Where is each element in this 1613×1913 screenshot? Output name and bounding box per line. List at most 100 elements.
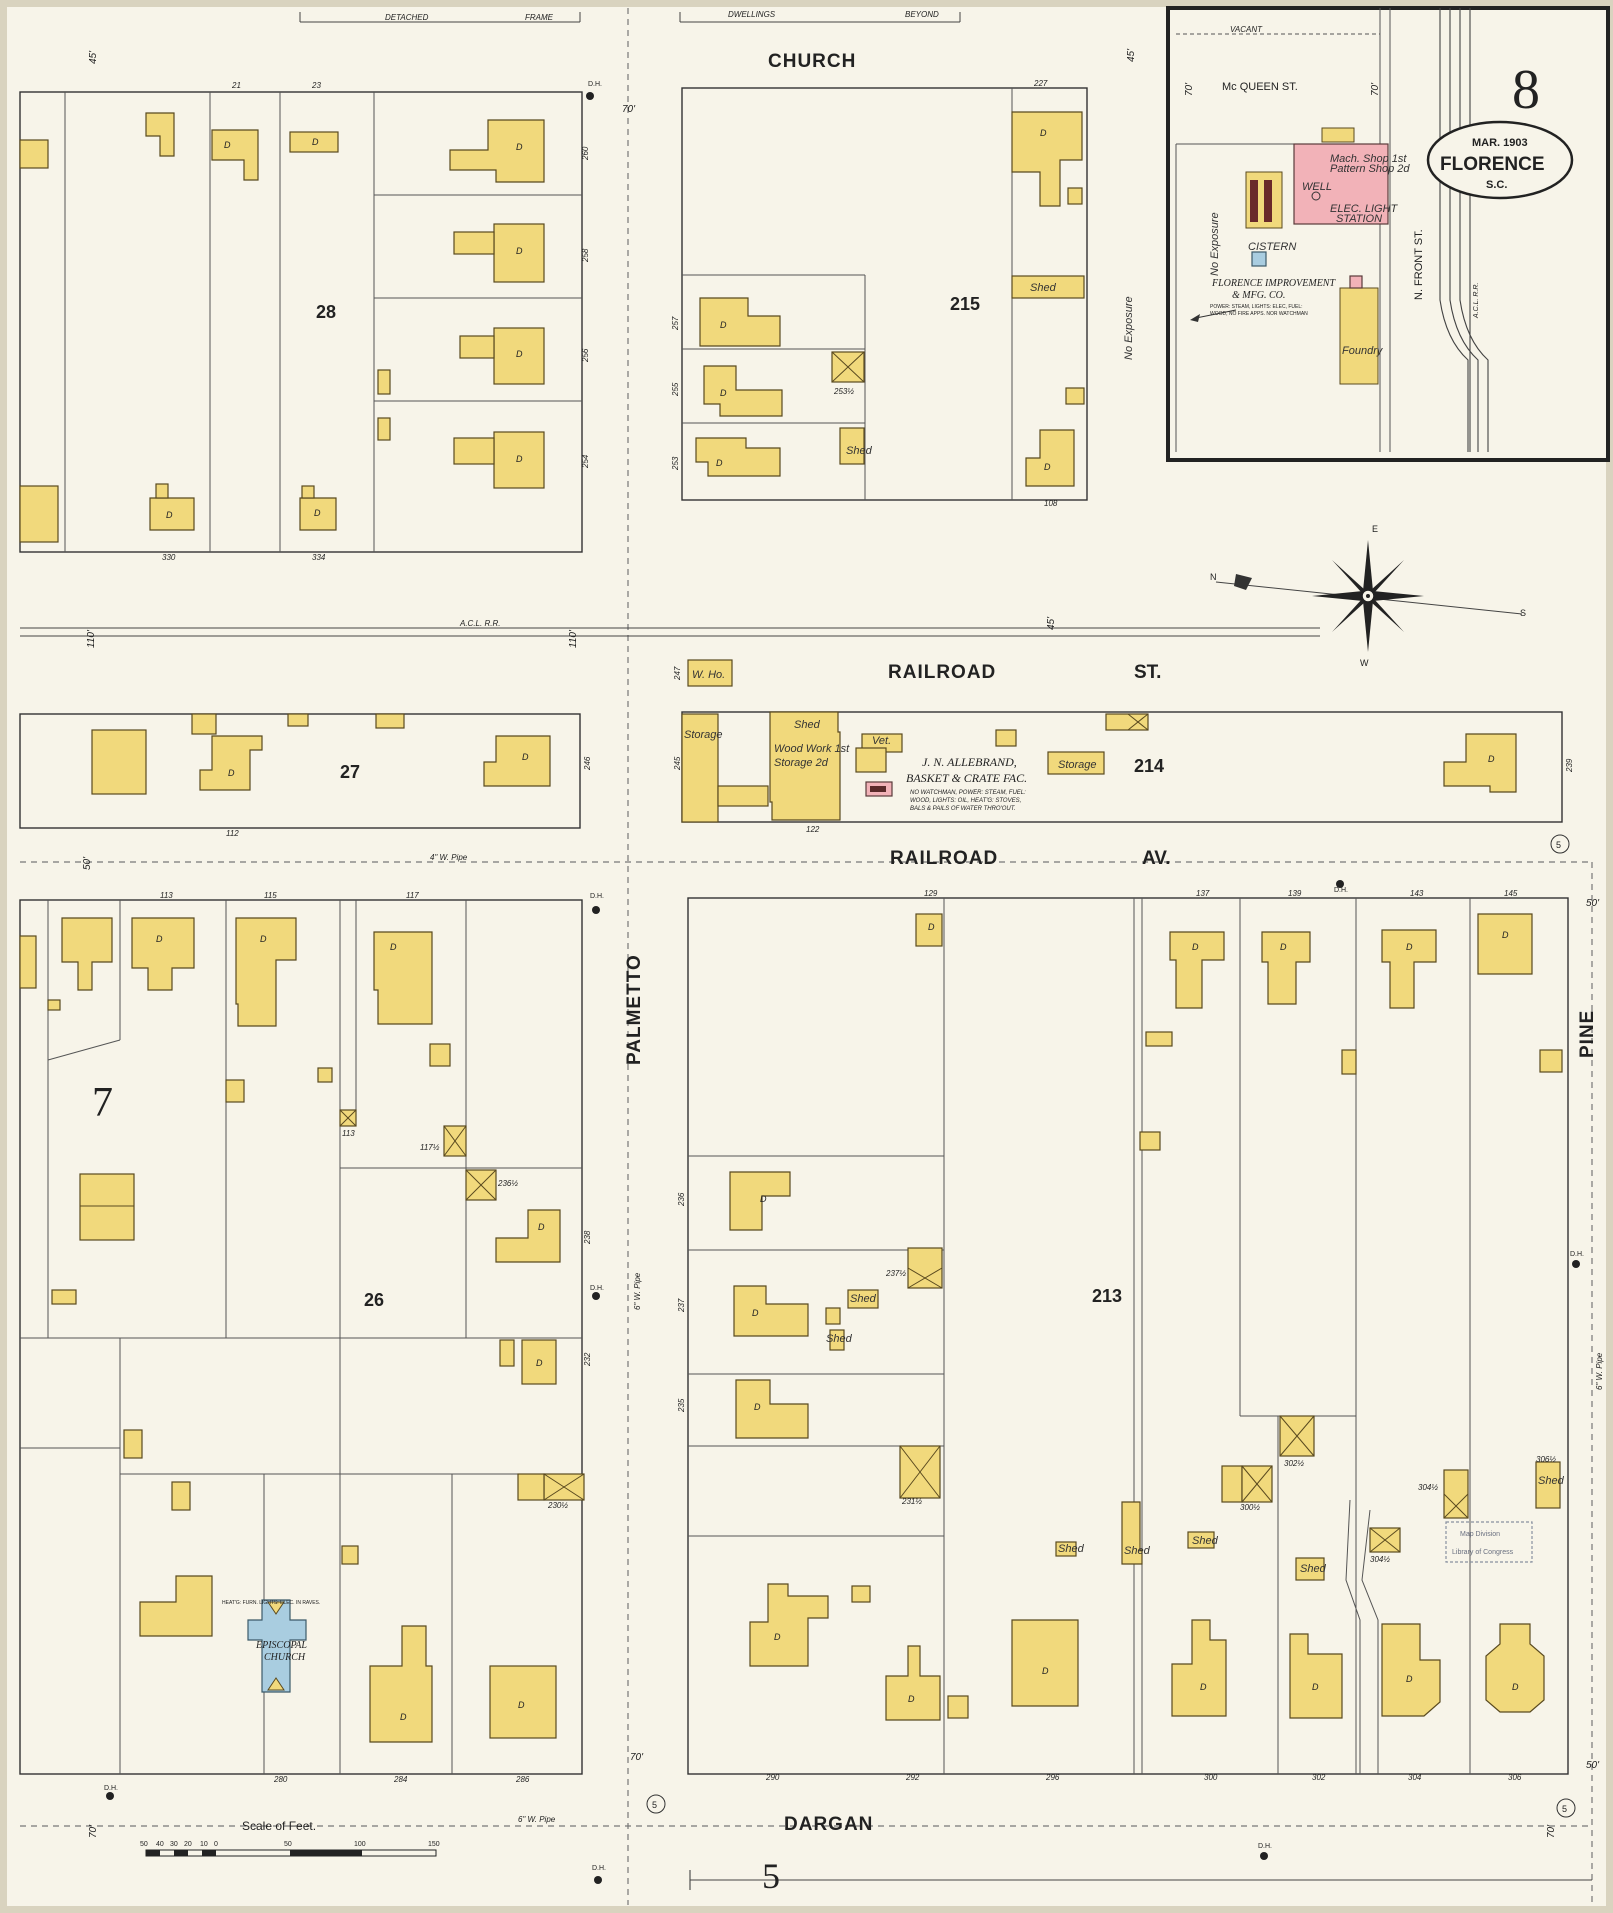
dwelling-d: D	[752, 1308, 759, 1318]
dwelling-d: D	[536, 1358, 543, 1368]
lot-number: 246	[583, 756, 592, 771]
block-214: 214 Wood Work 1st Storage 2d Shed Storag…	[681, 659, 1563, 823]
stamp-line-1: Map Division	[1460, 1531, 1500, 1538]
shed-label-215: Shed	[1030, 282, 1057, 294]
hydrant-label: D.H.	[1570, 1251, 1584, 1258]
hydrant-label: D.H.	[590, 1285, 604, 1292]
street-palmetto: PALMETTO	[624, 954, 645, 1065]
lot-number: 113	[342, 1129, 355, 1138]
street-railroad-st-1: RAILROAD	[888, 662, 996, 683]
street-width: 70'	[88, 1824, 99, 1838]
dwelling-d: D	[522, 752, 529, 762]
sheet-state: S.C.	[1486, 179, 1507, 191]
lot-number: 237½	[885, 1269, 906, 1278]
footer-number: 5	[762, 1856, 780, 1896]
street-width: 70'	[1184, 82, 1195, 96]
lot-number: 256	[581, 348, 590, 363]
dwelling-d: D	[390, 942, 397, 952]
dwelling-d: D	[516, 454, 523, 464]
inset-acl-rr: A.C.L. R.R.	[1473, 283, 1480, 319]
allebrand-note-1: NO WATCHMAN, POWER: STEAM, FUEL:	[910, 790, 1026, 796]
pipe-circle-label: 5	[652, 1800, 657, 1810]
lot-number: 257	[671, 316, 680, 331]
inset-exposure: No Exposure	[1209, 212, 1221, 276]
lot-number: 258	[581, 248, 590, 263]
lot-number: 304½	[1418, 1483, 1438, 1492]
lot-number: 237	[677, 1298, 686, 1313]
lot-number: 21	[231, 81, 241, 90]
dwelling-d: D	[1044, 462, 1051, 472]
dwelling-d: D	[720, 388, 727, 398]
lot-number: 238	[583, 1230, 592, 1245]
dwelling-d: D	[774, 1632, 781, 1642]
lot-numbers-vertical: 260 258 256 254 257 255 253 247 245 246 …	[581, 146, 1574, 1413]
lot-number: 306	[1508, 1773, 1522, 1782]
lot-number: 235	[677, 1398, 686, 1413]
vet-label: Vet.	[872, 735, 891, 747]
scale-tick: 150	[428, 1841, 440, 1848]
lot-number: 254	[581, 454, 590, 469]
lot-number: 139	[1288, 889, 1302, 898]
block-label-213: 213	[1092, 1286, 1122, 1306]
block-label-214: 214	[1134, 756, 1164, 776]
street-width: 70'	[630, 1752, 644, 1763]
hydrant-label: D.H.	[592, 1865, 606, 1872]
lot-number: 122	[806, 825, 820, 834]
inset-florence-co: & MFG. CO.	[1232, 290, 1285, 301]
inset-well: WELL	[1302, 181, 1332, 193]
sheet-date: MAR. 1903	[1472, 137, 1528, 149]
scale-tick: 100	[354, 1841, 366, 1848]
top-annotations: DETACHED FRAME DWELLINGS BEYOND	[299, 10, 961, 23]
shed-label: Shed	[1058, 1543, 1085, 1555]
block-label-28: 28	[316, 302, 336, 322]
street-width: 50'	[1586, 1760, 1600, 1771]
lot-number: 304	[1408, 1773, 1422, 1782]
detached-note: DETACHED	[385, 13, 429, 22]
dwelling-d: D	[1502, 930, 1509, 940]
dwelling-d: D	[516, 349, 523, 359]
block-7-26: 7 26 HEAT'G: FURN. LIGHTS: ELEC. IN RAVE…	[19, 899, 585, 1775]
dwelling-d: D	[156, 934, 163, 944]
lot-number: 137	[1196, 889, 1210, 898]
dwelling-d: D	[1406, 942, 1413, 952]
street-width: 110'	[86, 629, 97, 648]
dwelling-d: D	[1192, 942, 1199, 952]
dwellings-note: DWELLINGS	[728, 10, 776, 19]
pipe-6in-dargan: 6" W. Pipe	[518, 1815, 556, 1824]
hydrant-label: D.H.	[590, 893, 604, 900]
street-pine: PINE	[1577, 1010, 1598, 1058]
compass-rose: N S E W	[1210, 524, 1526, 668]
dwelling-d: D	[228, 768, 235, 778]
dwelling-d: D	[538, 1222, 545, 1232]
inset-map: VACANT Mc QUEEN ST. N. FRONT ST. A.C.L. …	[1166, 6, 1610, 462]
street-widths: 45' 45' 70' 70' 70' 110' 110' 45' 50' 50…	[82, 48, 1600, 1838]
dwelling-d: D	[314, 508, 321, 518]
lot-number: 260	[581, 146, 590, 161]
shed-label: Shed	[1124, 1545, 1151, 1557]
dwelling-d: D	[720, 320, 727, 330]
lot-number: 230½	[547, 1501, 568, 1510]
street-railroad-st-2: ST.	[1134, 662, 1161, 683]
lot-number: 255	[671, 382, 680, 397]
hydrant-label: D.H.	[104, 1785, 118, 1792]
inset-florence-note-2: WOOD, NO FIRE APPS. NOR WATCHMAN	[1210, 311, 1308, 317]
dwelling-d: D	[1200, 1682, 1207, 1692]
dwelling-d: D	[400, 1712, 407, 1722]
scale-tick: 40	[156, 1841, 164, 1848]
scale-tick: 20	[184, 1841, 192, 1848]
street-dargan: DARGAN	[784, 1814, 873, 1835]
lot-number: 304½	[1370, 1555, 1390, 1564]
scale-tick: 0	[214, 1841, 218, 1848]
dwelling-d: D	[1406, 1674, 1413, 1684]
dwelling-d: D	[1280, 942, 1287, 952]
lot-number: 302½	[1284, 1459, 1304, 1468]
dwelling-d: D	[1042, 1666, 1049, 1676]
block-27: 27	[19, 713, 581, 829]
lot-number: 108	[1044, 499, 1058, 508]
allebrand-name: J. N. ALLEBRAND,	[922, 755, 1017, 769]
lot-number: 300½	[1240, 1503, 1260, 1512]
inset-mach-shop: Mach. Shop 1st	[1330, 153, 1407, 165]
street-width: 50'	[1586, 898, 1600, 909]
compass-w: W	[1360, 658, 1369, 668]
lot-number: 115	[264, 891, 277, 900]
